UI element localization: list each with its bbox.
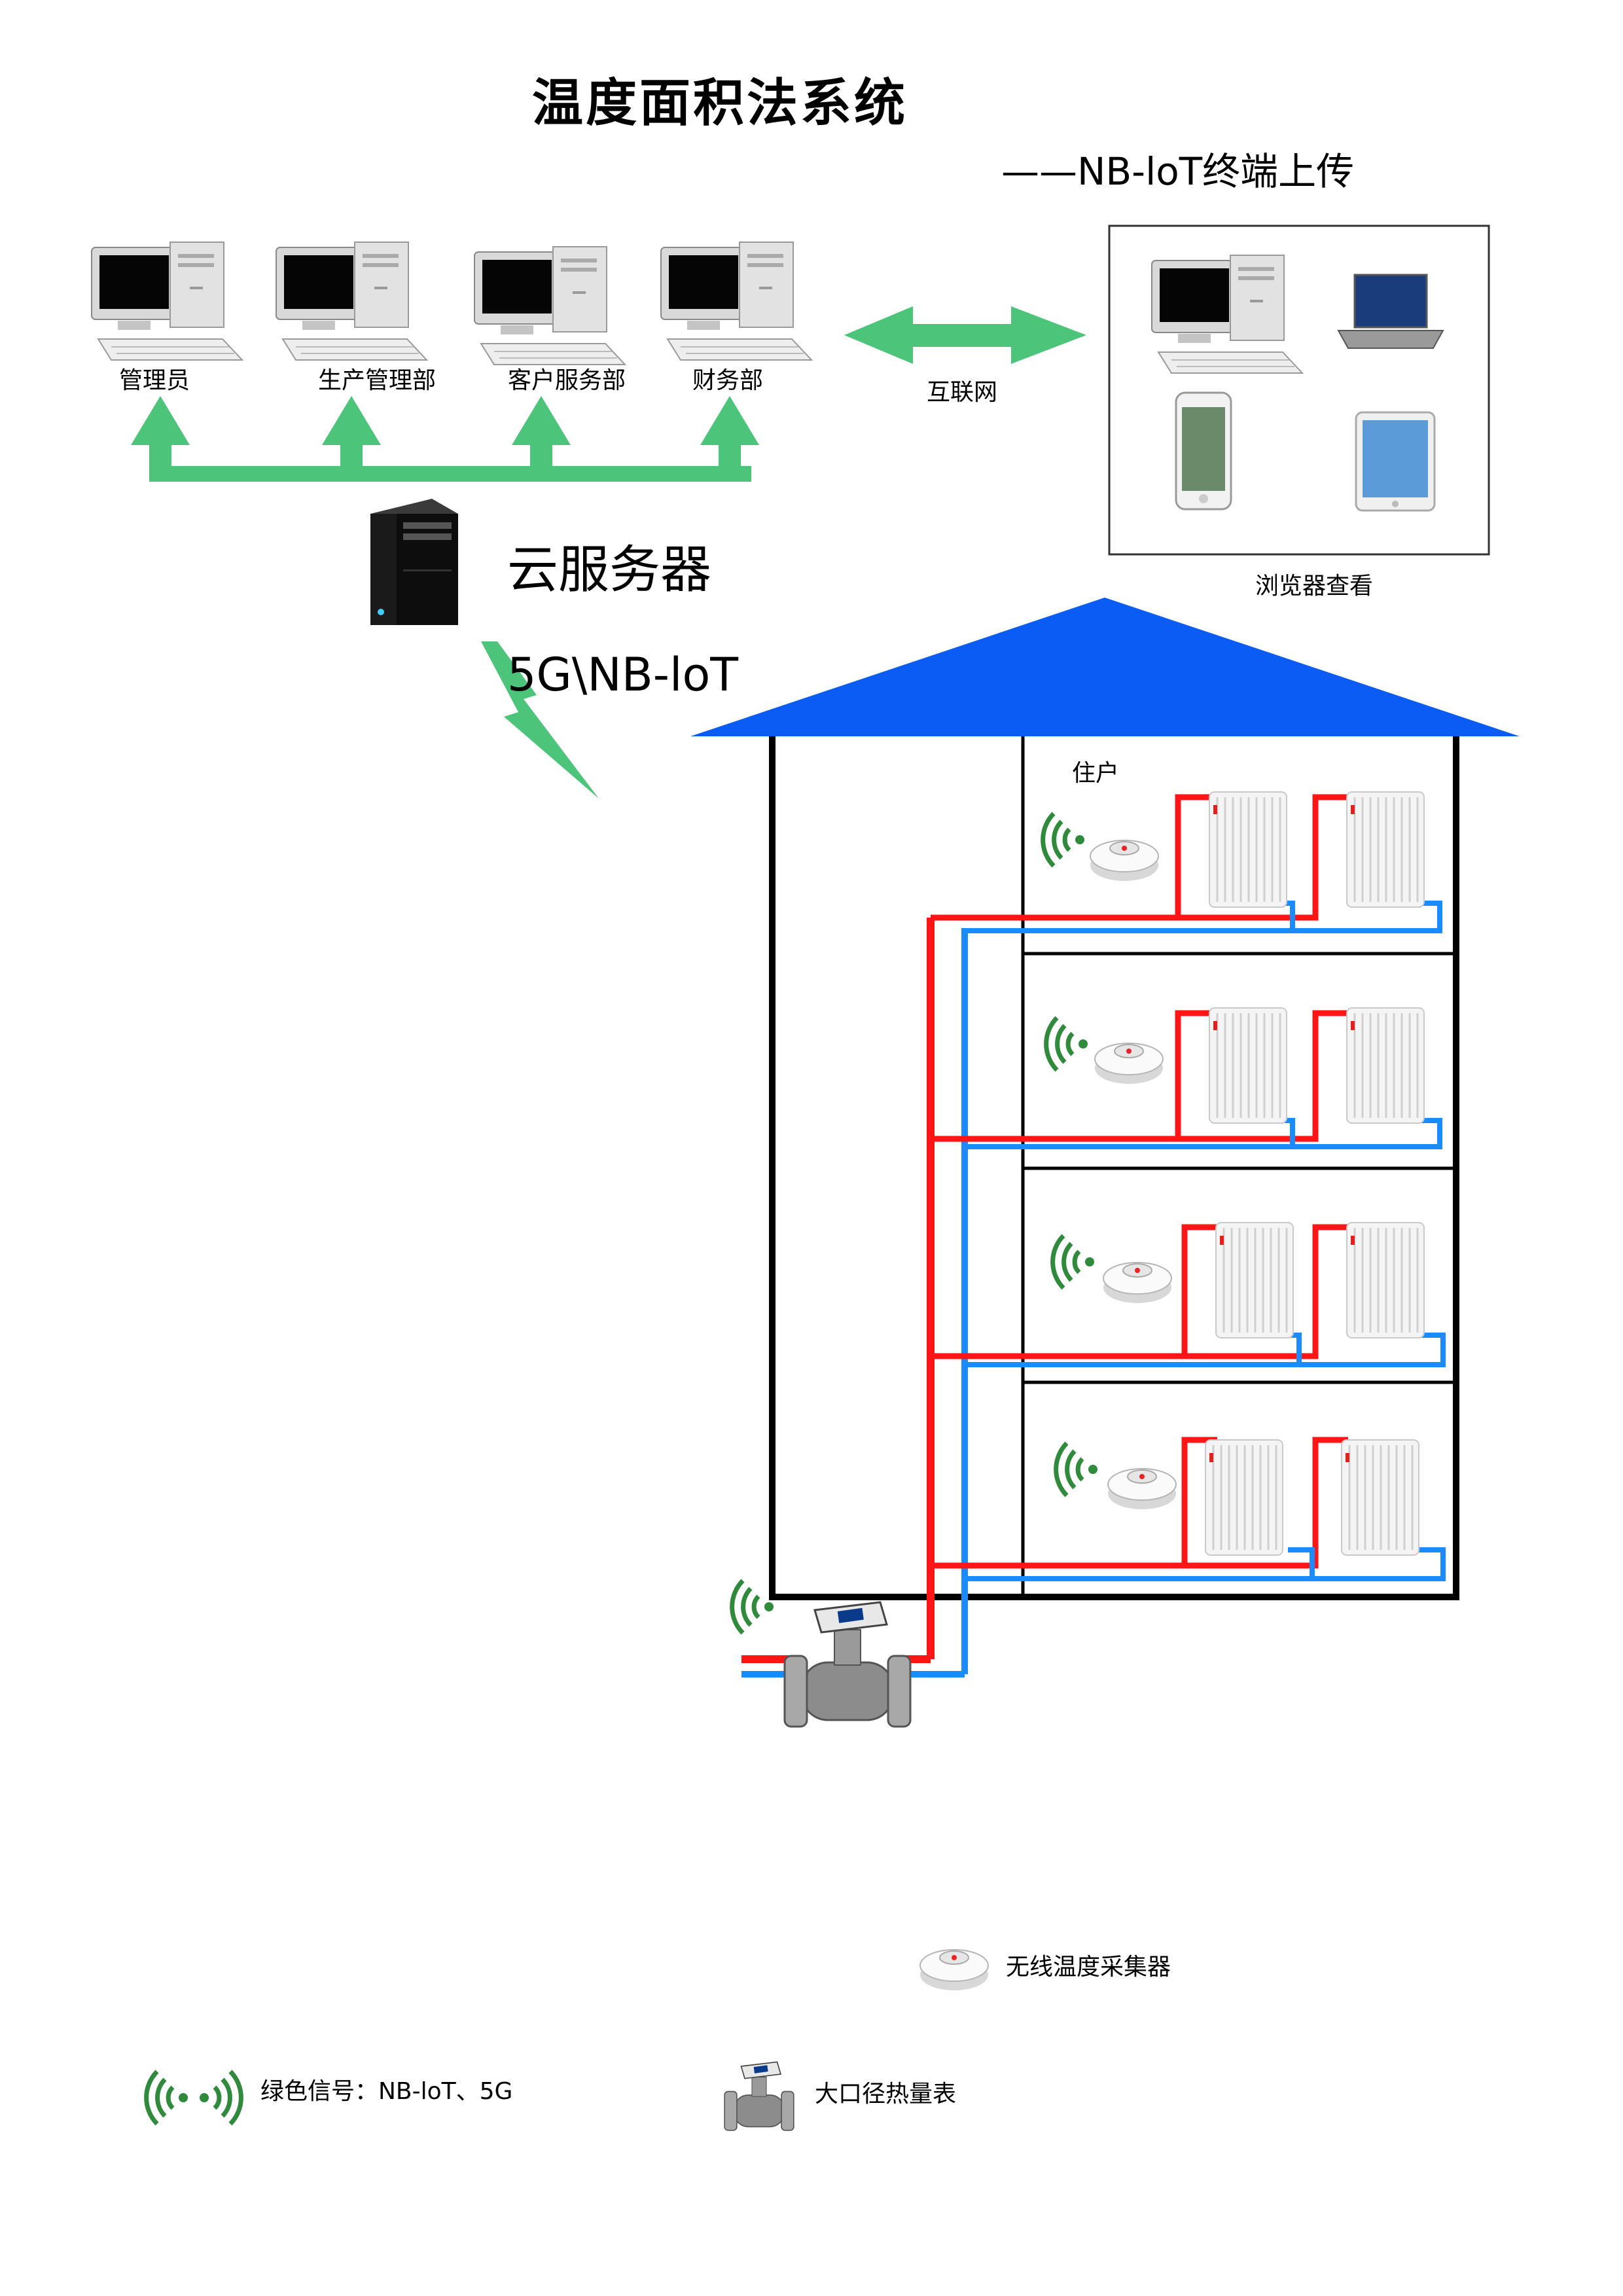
legend-meter-icon (724, 2061, 794, 2131)
browser-label: 浏览器查看 (1255, 573, 1374, 600)
radiator-floor-1-b (1346, 791, 1425, 908)
radiator-floor-2-b (1346, 1007, 1425, 1124)
supply-pipe-main (903, 918, 935, 1663)
floor-3-pipes (931, 1224, 1446, 1367)
legend-sensor-icon (919, 1949, 989, 1991)
signal-icon (1043, 814, 1084, 866)
signal-icon (1053, 1236, 1094, 1288)
temperature-sensor-icon (1107, 1468, 1177, 1510)
page-title: 温度面积法系统 (531, 73, 908, 133)
network-label: 5G\NB-loT (507, 648, 739, 702)
apartment-dividers (1021, 736, 1456, 1597)
radiator-floor-4-a (1204, 1439, 1284, 1556)
radiator-floor-1-a (1208, 791, 1288, 908)
page-subtitle: ——NB-loT终端上传 (1001, 149, 1355, 194)
legend-sensor-label: 无线温度采集器 (1006, 1954, 1171, 1981)
radiator-floor-3-a (1215, 1221, 1294, 1339)
cloud-server-icon (370, 499, 458, 625)
signal-icon (1056, 1443, 1097, 1496)
radiator-floor-3-b (1346, 1221, 1425, 1339)
wireless-link-bolt-icon (481, 641, 599, 798)
floor-4-pipes (931, 1437, 1446, 1581)
meter-signal-icon (732, 1581, 774, 1633)
temperature-sensor-icon (1103, 1262, 1172, 1304)
department-label-customer: 客户服务部 (508, 367, 626, 394)
computer-icon-finance (660, 242, 812, 361)
floor-1-pipes (931, 794, 1442, 933)
radiator-floor-2-a (1208, 1007, 1288, 1124)
computer-icon-admin (91, 242, 243, 361)
legend-meter-label: 大口径热量表 (815, 2081, 957, 2108)
floor-2-pipes (931, 1010, 1442, 1149)
department-label-production: 生产管理部 (318, 367, 437, 394)
tablet-icon (1355, 411, 1436, 512)
legend-signal-icon (147, 2072, 241, 2124)
return-pipe-main (903, 928, 968, 1677)
temperature-sensor-icon (1090, 840, 1159, 882)
resident-label: 住户 (1072, 760, 1120, 787)
laptop-icon (1337, 274, 1444, 349)
browser-computer-icon (1151, 255, 1303, 374)
department-label-admin: 管理员 (119, 367, 190, 394)
computer-icon-customer (474, 246, 626, 365)
temperature-sensor-icon (1094, 1043, 1164, 1085)
internet-double-arrow (844, 306, 1086, 364)
smartphone-icon (1175, 391, 1232, 511)
building-roof (690, 598, 1520, 736)
radiator-floor-4-b (1340, 1439, 1420, 1556)
department-bus-arrows (131, 396, 759, 482)
computer-icon-production (276, 242, 427, 361)
cloud-server-label: 云服务器 (507, 541, 712, 600)
heat-meter-icon (783, 1601, 912, 1728)
department-label-finance: 财务部 (692, 367, 764, 394)
internet-label: 互联网 (927, 379, 998, 406)
legend-signal-label: 绿色信号：NB-loT、5G (260, 2078, 513, 2105)
signal-icon (1046, 1018, 1088, 1070)
